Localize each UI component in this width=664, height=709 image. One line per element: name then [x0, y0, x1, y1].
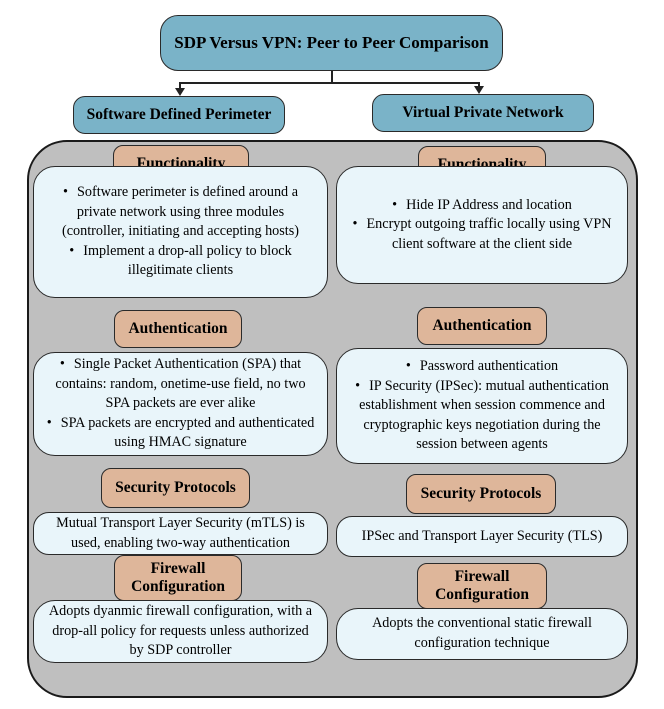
vpn-firewall-box: Adopts the conventional static firewall …	[336, 608, 628, 660]
bullet-icon: •	[59, 356, 65, 373]
arrow-left-icon	[175, 88, 185, 96]
sdp-authentication-box: •Single Packet Authentication (SPA) that…	[33, 352, 328, 456]
list-item: •Hide IP Address and location	[347, 196, 617, 216]
sdp-authentication-tag: Authentication	[114, 310, 242, 348]
bullet-icon: •	[69, 242, 75, 259]
connector-right-drop	[478, 82, 480, 87]
vpn-security-protocols-box: IPSec and Transport Layer Security (TLS)	[336, 516, 628, 557]
list-item: •Password authentication	[347, 357, 617, 377]
connector-left-drop	[179, 82, 181, 89]
vpn-security-protocols-tag: Security Protocols	[406, 474, 556, 514]
list-item: •Encrypt outgoing traffic locally using …	[352, 216, 612, 252]
connector-horizontal	[179, 82, 479, 84]
list-item: •Software perimeter is defined around a …	[61, 184, 299, 240]
list-item: •SPA packets are encrypted and authentic…	[46, 414, 315, 451]
bullet-icon: •	[355, 377, 361, 394]
vpn-authentication-box: •Password authentication •IP Security (I…	[336, 348, 628, 464]
sdp-security-protocols-box: Mutual Transport Layer Security (mTLS) i…	[33, 512, 328, 555]
sdp-security-protocols-tag: Security Protocols	[101, 468, 250, 508]
arrow-right-icon	[474, 86, 484, 94]
diagram-title: SDP Versus VPN: Peer to Peer Comparison	[160, 15, 503, 71]
bullet-icon: •	[392, 196, 398, 213]
list-item: •Single Packet Authentication (SPA) that…	[55, 356, 306, 412]
sdp-firewall-tag: Firewall Configuration	[114, 555, 242, 601]
vpn-functionality-box: •Hide IP Address and location •Encrypt o…	[336, 166, 628, 284]
bullet-icon: •	[46, 414, 52, 431]
bullet-icon: •	[62, 184, 68, 201]
sdp-firewall-box: Adopts dyanmic firewall configuration, w…	[33, 600, 328, 663]
sdp-header: Software Defined Perimeter	[73, 96, 285, 134]
sdp-functionality-box: •Software perimeter is defined around a …	[33, 166, 328, 298]
list-item: •Implement a drop-all policy to block il…	[69, 242, 292, 279]
list-item: •IP Security (IPSec): mutual authenticat…	[355, 377, 609, 453]
connector-stem	[331, 71, 333, 83]
vpn-header: Virtual Private Network	[372, 94, 594, 132]
bullet-icon: •	[405, 358, 411, 375]
bullet-icon: •	[352, 216, 358, 233]
vpn-authentication-tag: Authentication	[417, 307, 547, 345]
vpn-firewall-tag: Firewall Configuration	[417, 563, 547, 609]
